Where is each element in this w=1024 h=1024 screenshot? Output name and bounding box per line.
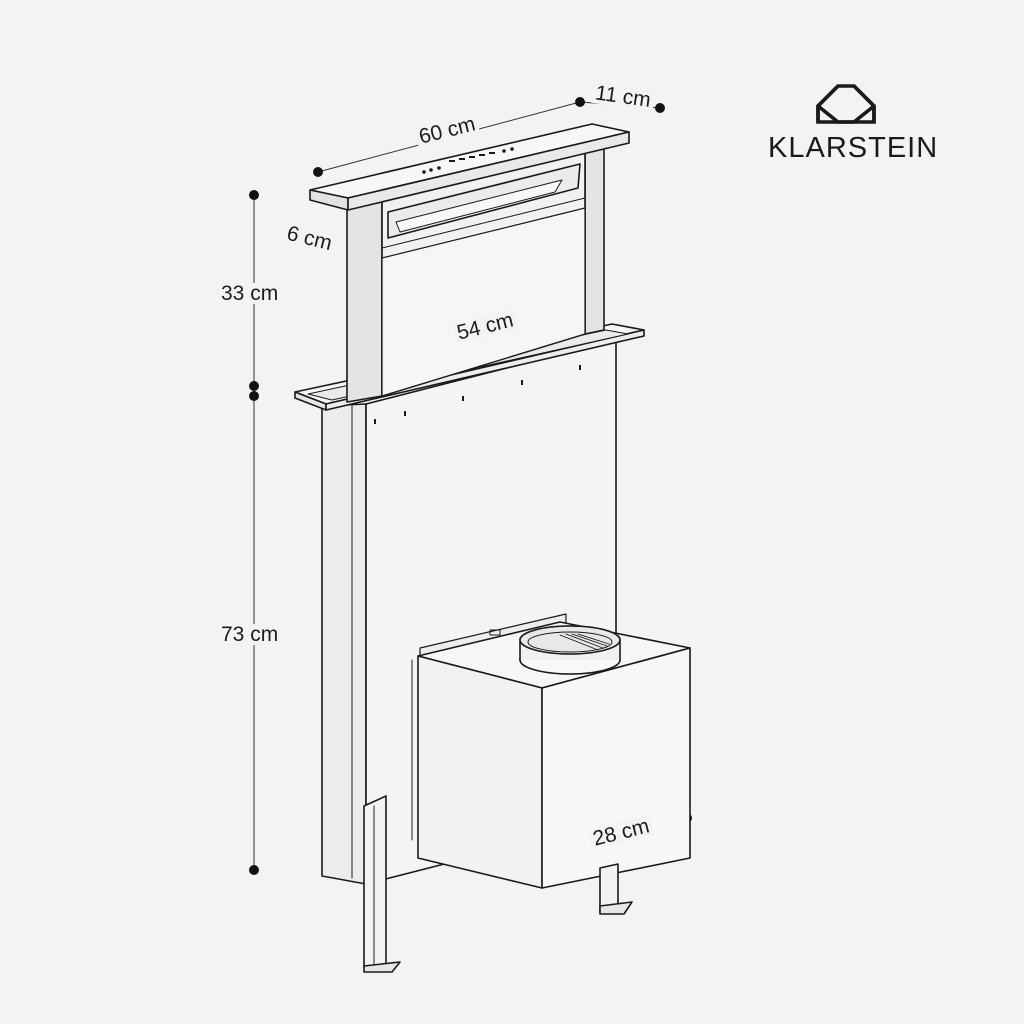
- support-legs: [363, 795, 633, 973]
- motor-box: [411, 613, 691, 889]
- klarstein-logo-icon: [816, 84, 876, 124]
- upper-height-dimension-label: 33 cm: [218, 283, 282, 304]
- brand-name: KLARSTEIN: [768, 132, 939, 164]
- touch-controls: [422, 147, 514, 174]
- lower-height-dimension-label: 73 cm: [218, 624, 282, 645]
- upper-unit: [346, 139, 605, 403]
- top-bar: [309, 123, 630, 211]
